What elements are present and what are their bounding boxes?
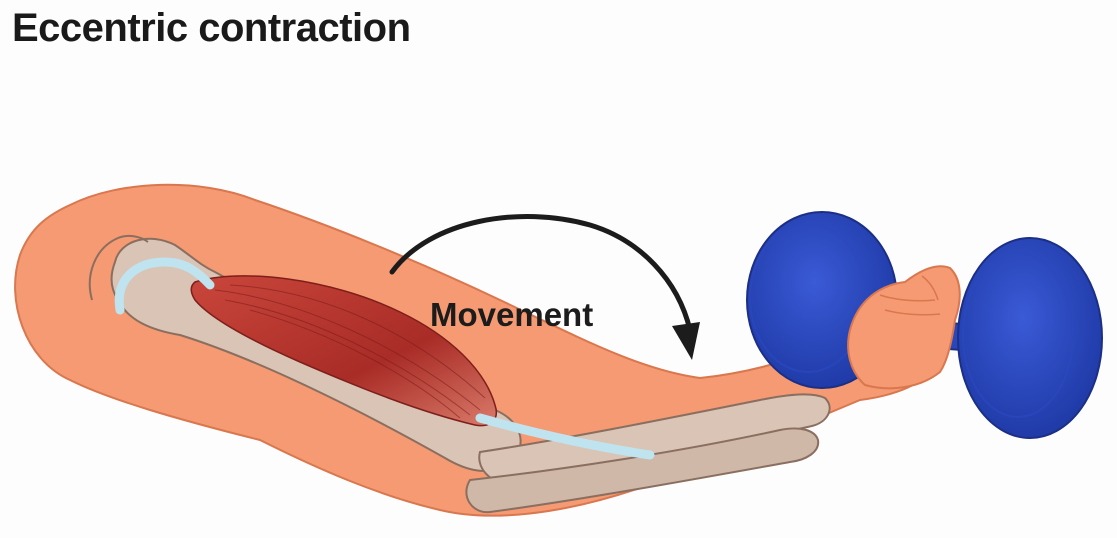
arrow-head bbox=[672, 322, 700, 360]
movement-label: Movement bbox=[430, 296, 593, 333]
